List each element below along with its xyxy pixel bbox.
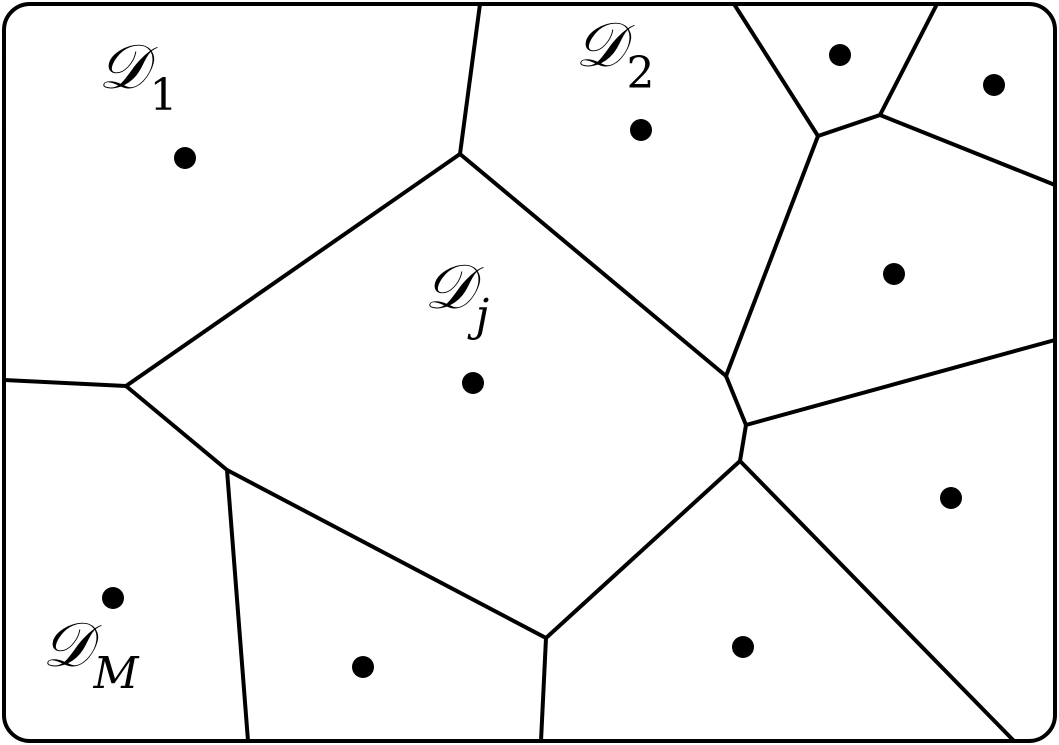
cell-edge [738, 423, 748, 463]
generator-point [883, 263, 905, 285]
cell-edge [458, 152, 728, 378]
region-symbol: 𝒟 [424, 250, 474, 323]
region-subscript: 1 [149, 70, 178, 121]
cell-edge [878, 113, 1057, 187]
region-label-d1: 𝒟1 [98, 36, 177, 118]
cell-edge [738, 459, 1016, 743]
region-subscript: M [93, 648, 139, 699]
cell-edge [124, 384, 229, 472]
generator-point [462, 372, 484, 394]
cell-edge [2, 378, 128, 388]
generator-point [352, 656, 374, 678]
region-label-dm: 𝒟M [42, 614, 139, 696]
region-subscript: 2 [626, 48, 655, 99]
region-symbol: 𝒟 [575, 8, 625, 81]
cell-edge [724, 134, 820, 378]
cell-edge [225, 468, 548, 640]
region-subscript: j [475, 290, 490, 341]
generator-point [174, 147, 196, 169]
generator-points [102, 44, 1005, 678]
generator-point [983, 74, 1005, 96]
region-symbol: 𝒟 [42, 608, 92, 681]
cell-edge [744, 338, 1057, 427]
region-label-dj: 𝒟j [424, 256, 489, 338]
generator-point [829, 44, 851, 66]
generator-point [940, 487, 962, 509]
generator-point [102, 587, 124, 609]
cell-edge [458, 2, 482, 156]
generator-point [732, 636, 754, 658]
cell-edge [732, 2, 820, 138]
cell-edge [816, 113, 882, 138]
cell-edge [539, 636, 548, 743]
generator-point [630, 119, 652, 141]
region-label-d2: 𝒟2 [575, 14, 654, 96]
cell-edge [124, 152, 462, 388]
region-symbol: 𝒟 [98, 30, 148, 103]
cell-edge [724, 374, 748, 427]
cell-edge [225, 468, 250, 743]
cell-edge [878, 2, 939, 117]
cell-edge [544, 459, 742, 640]
